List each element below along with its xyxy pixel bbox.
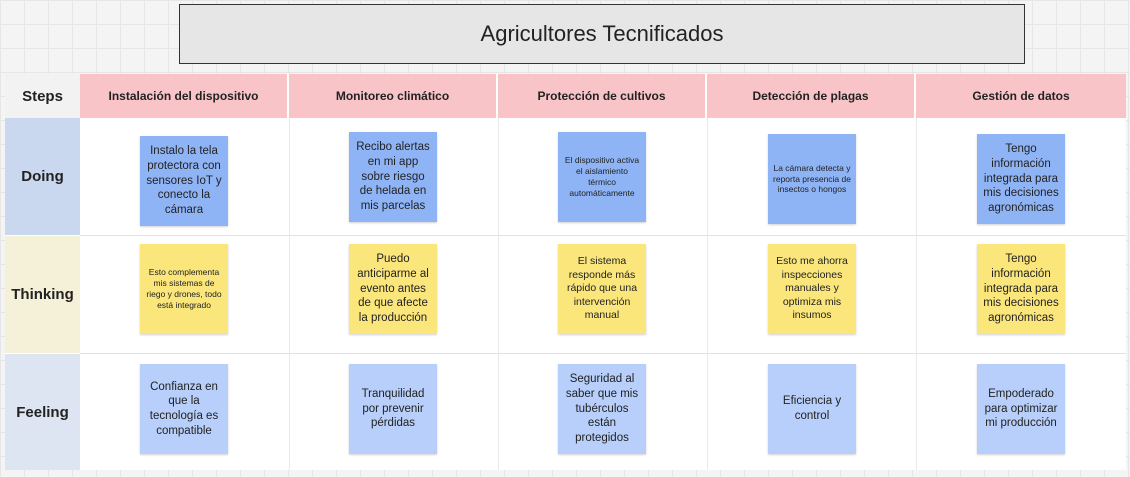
- sticky-note-thinking-2[interactable]: Puedo anticiparme al evento antes de que…: [349, 244, 437, 334]
- row-divider: [80, 235, 1126, 236]
- row-label-doing: Doing: [5, 118, 80, 235]
- column-divider: [916, 118, 917, 470]
- sticky-note-doing-3[interactable]: El dispositivo activa el aislamiento tér…: [558, 132, 646, 222]
- step-header-2[interactable]: Monitoreo climático: [289, 74, 498, 118]
- sticky-note-feeling-5[interactable]: Empoderado para optimizar mi producción: [977, 364, 1065, 454]
- sticky-note-thinking-4[interactable]: Esto me ahorra inspecciones manuales y o…: [768, 244, 856, 334]
- sticky-note-feeling-2[interactable]: Tranquilidad por prevenir pérdidas: [349, 364, 437, 454]
- step-header-1[interactable]: Instalación del dispositivo: [80, 74, 289, 118]
- sticky-note-thinking-1[interactable]: Esto complementa mis sistemas de riego y…: [140, 244, 228, 334]
- board-title[interactable]: Agricultores Tecnificados: [179, 4, 1025, 64]
- sticky-note-thinking-3[interactable]: El sistema responde más rápido que una i…: [558, 244, 646, 334]
- row-label-feeling: Feeling: [5, 354, 80, 470]
- sticky-note-feeling-1[interactable]: Confianza en que la tecnología es compat…: [140, 364, 228, 454]
- column-divider: [289, 118, 290, 470]
- row-divider: [80, 353, 1126, 354]
- column-divider: [498, 118, 499, 470]
- sticky-note-doing-5[interactable]: Tengo información integrada para mis dec…: [977, 134, 1065, 224]
- sticky-note-feeling-3[interactable]: Seguridad al saber que mis tubérculos es…: [558, 364, 646, 454]
- step-header-3[interactable]: Protección de cultivos: [498, 74, 707, 118]
- sticky-note-doing-1[interactable]: Instalo la tela protectora con sensores …: [140, 136, 228, 226]
- column-divider: [707, 118, 708, 470]
- row-label-thinking: Thinking: [5, 236, 80, 353]
- step-header-5[interactable]: Gestión de datos: [916, 74, 1126, 118]
- sticky-note-doing-2[interactable]: Recibo alertas en mi app sobre riesgo de…: [349, 132, 437, 222]
- sticky-note-thinking-5[interactable]: Tengo información integrada para mis dec…: [977, 244, 1065, 334]
- steps-header: Steps: [5, 74, 80, 118]
- journey-map-board: Steps Instalación del dispositivo Monito…: [5, 74, 1126, 470]
- step-header-4[interactable]: Detección de plagas: [707, 74, 916, 118]
- sticky-note-feeling-4[interactable]: Eficiencia y control: [768, 364, 856, 454]
- sticky-note-doing-4[interactable]: La cámara detecta y reporta presencia de…: [768, 134, 856, 224]
